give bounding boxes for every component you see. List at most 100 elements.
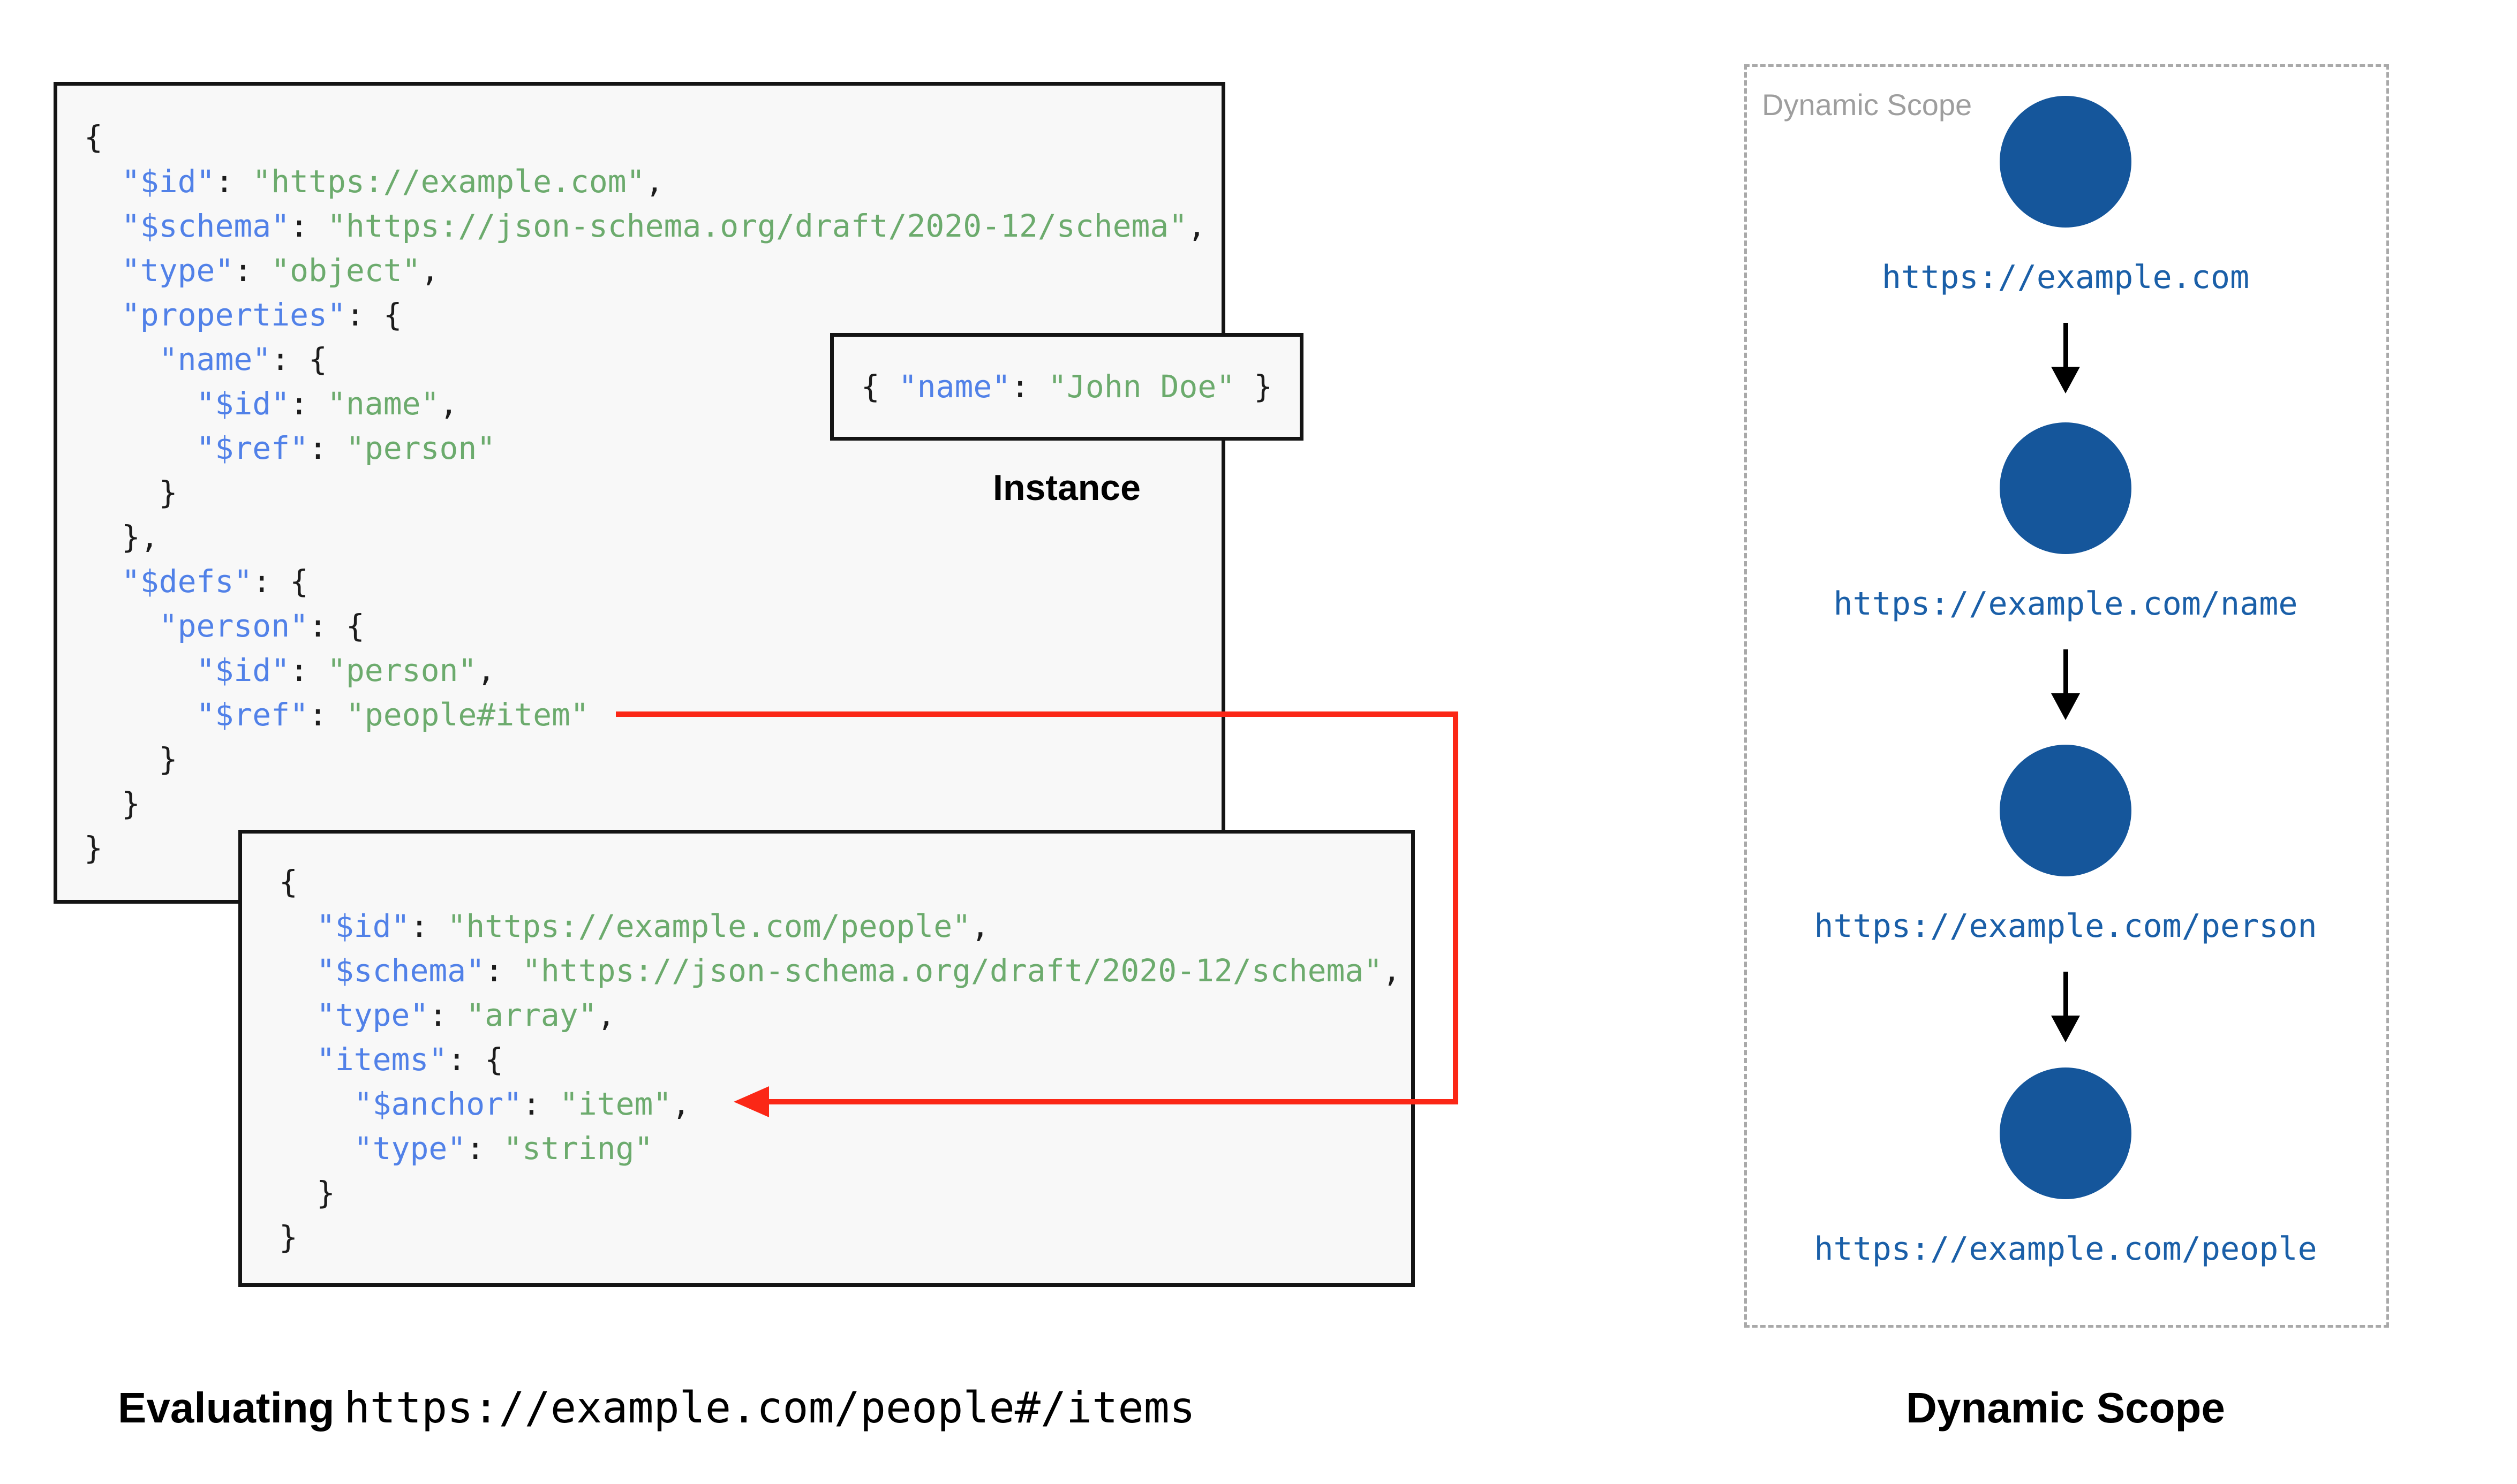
code-punctuation: }, bbox=[84, 519, 159, 555]
root-schema-box: { "$id": "https://example.com", "$schema… bbox=[54, 82, 1225, 904]
root-schema-code: { "$id": "https://example.com", "$schema… bbox=[57, 86, 1222, 870]
code-key: "type" bbox=[121, 252, 234, 289]
code-punctuation: : { bbox=[447, 1041, 504, 1078]
code-punctuation: , bbox=[672, 1086, 691, 1122]
code-punctuation: } bbox=[279, 1175, 335, 1211]
code-line: { bbox=[279, 860, 1411, 904]
scope-node-circle-icon bbox=[2000, 96, 2131, 228]
code-string: "person" bbox=[327, 652, 477, 688]
code-punctuation: : bbox=[428, 997, 466, 1033]
code-punctuation: } bbox=[84, 741, 178, 777]
code-punctuation: , bbox=[477, 652, 496, 688]
code-punctuation: : bbox=[522, 1086, 560, 1122]
down-arrow-stem bbox=[2063, 649, 2068, 693]
code-line: "$id": "name", bbox=[84, 382, 1222, 426]
code-string: "array" bbox=[466, 997, 597, 1033]
code-line: { "name": "John Doe" } bbox=[861, 365, 1272, 409]
code-punctuation: : bbox=[485, 952, 522, 989]
code-string: "https://json-schema.org/draft/2020-12/s… bbox=[327, 208, 1188, 244]
scope-node-circle-icon bbox=[2000, 422, 2131, 554]
code-string: "string" bbox=[503, 1130, 653, 1167]
code-line: "$ref": "person" bbox=[84, 426, 1222, 471]
code-string: "name" bbox=[327, 385, 440, 422]
code-line: "items": { bbox=[279, 1038, 1411, 1082]
code-punctuation: { bbox=[861, 368, 899, 405]
code-string: "people#item" bbox=[345, 696, 589, 733]
evaluating-uri: https://example.com/people#/items bbox=[344, 1383, 1195, 1433]
code-punctuation bbox=[279, 908, 316, 944]
code-punctuation: { bbox=[84, 119, 103, 155]
code-key: "name" bbox=[159, 341, 272, 377]
code-string: "https://json-schema.org/draft/2020-12/s… bbox=[522, 952, 1383, 989]
code-line: } bbox=[279, 1171, 1411, 1215]
ref-arrow-segment-bottom bbox=[769, 1099, 1458, 1104]
scope-node-url: https://example.com/name bbox=[1833, 585, 2298, 623]
ref-arrow-segment-top bbox=[616, 711, 1458, 717]
code-punctuation bbox=[84, 297, 122, 333]
people-schema-box: { "$id": "https://example.com/people", "… bbox=[238, 830, 1415, 1287]
scope-node-circle-icon bbox=[2000, 1067, 2131, 1199]
instance-caption: Instance bbox=[993, 467, 1141, 508]
code-string: "object" bbox=[271, 252, 421, 289]
instance-box: { "name": "John Doe" } bbox=[830, 333, 1303, 441]
code-punctuation: } bbox=[84, 785, 140, 822]
code-key: "$id" bbox=[196, 385, 290, 422]
code-key: "$id" bbox=[121, 163, 215, 200]
code-key: "$ref" bbox=[196, 430, 309, 466]
code-string: "https://example.com" bbox=[252, 163, 645, 200]
code-key: "type" bbox=[353, 1130, 466, 1167]
code-punctuation bbox=[279, 1041, 316, 1078]
scope-node-url: https://example.com bbox=[1881, 259, 2250, 296]
code-punctuation: : bbox=[290, 652, 327, 688]
down-arrow-head bbox=[2051, 693, 2080, 720]
code-line: "$schema": "https://json-schema.org/draf… bbox=[84, 204, 1222, 248]
code-punctuation: , bbox=[971, 908, 990, 944]
dynamic-scope-caption: Dynamic Scope bbox=[1906, 1384, 2225, 1432]
code-line: "name": { bbox=[84, 337, 1222, 382]
ref-arrowhead-icon bbox=[734, 1086, 769, 1117]
people-schema-code: { "$id": "https://example.com/people", "… bbox=[242, 834, 1411, 1260]
scope-node-url: https://example.com/person bbox=[1814, 907, 2317, 945]
down-arrow-stem bbox=[2063, 972, 2068, 1016]
evaluating-label: Evaluating bbox=[118, 1384, 335, 1432]
code-punctuation: , bbox=[645, 163, 664, 200]
code-punctuation bbox=[84, 696, 197, 733]
code-key: "$schema" bbox=[316, 952, 485, 989]
code-string: "John Doe" bbox=[1048, 368, 1235, 405]
code-punctuation: } bbox=[84, 474, 178, 511]
code-string: "item" bbox=[559, 1086, 672, 1122]
code-line: { bbox=[84, 115, 1222, 160]
code-punctuation bbox=[84, 652, 197, 688]
code-line: }, bbox=[84, 515, 1222, 559]
code-punctuation: } bbox=[279, 1219, 298, 1255]
code-line: "properties": { bbox=[84, 293, 1222, 337]
code-punctuation bbox=[279, 997, 316, 1033]
code-punctuation: : bbox=[308, 696, 346, 733]
code-key: "type" bbox=[316, 997, 429, 1033]
code-line: "$id": "person", bbox=[84, 648, 1222, 693]
code-punctuation: , bbox=[597, 997, 616, 1033]
down-arrow-stem bbox=[2063, 323, 2068, 367]
code-punctuation: : { bbox=[308, 608, 365, 644]
code-punctuation: , bbox=[420, 252, 440, 289]
dynamic-scope-panel-label: Dynamic Scope bbox=[1762, 88, 1972, 122]
code-punctuation: : bbox=[290, 208, 327, 244]
code-punctuation bbox=[279, 952, 316, 989]
code-punctuation: , bbox=[1187, 208, 1207, 244]
code-key: "person" bbox=[159, 608, 309, 644]
code-line: "type": "string" bbox=[279, 1126, 1411, 1171]
code-punctuation bbox=[84, 341, 159, 377]
code-punctuation: : bbox=[233, 252, 272, 289]
scope-node: https://example.com/people bbox=[1691, 1067, 2440, 1273]
code-line: "$schema": "https://json-schema.org/draf… bbox=[279, 949, 1411, 993]
code-key: "$anchor" bbox=[353, 1086, 522, 1122]
code-line: "$id": "https://example.com", bbox=[84, 160, 1222, 204]
code-line: "person": { bbox=[84, 604, 1222, 648]
code-line: "$defs": { bbox=[84, 559, 1222, 604]
code-punctuation bbox=[84, 208, 122, 244]
code-punctuation: , bbox=[439, 385, 458, 422]
code-punctuation: : bbox=[1011, 368, 1049, 405]
code-punctuation bbox=[84, 385, 197, 422]
